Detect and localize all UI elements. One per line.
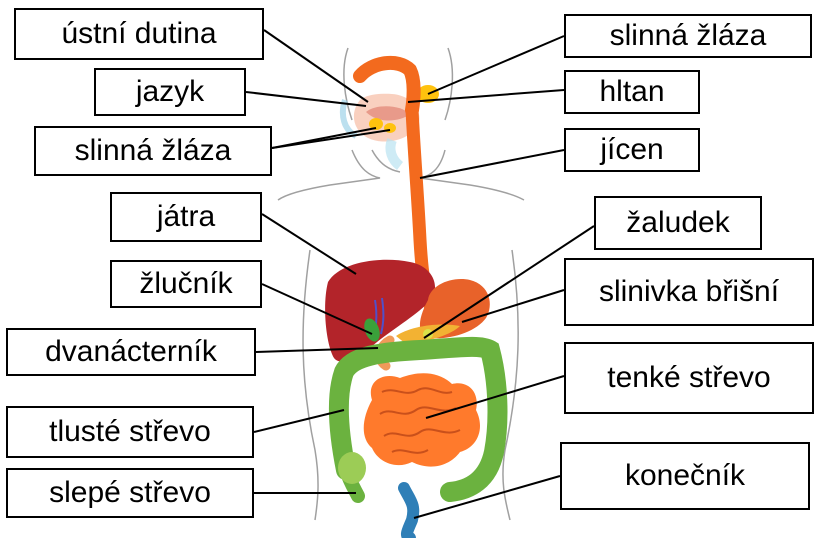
label-esophagus: jícen	[564, 128, 700, 172]
label-stomach: žaludek	[594, 196, 762, 250]
small-intestine-shape	[364, 373, 480, 466]
label-mouth: ústní dutina	[14, 8, 264, 60]
label-gallbladder: žlučník	[110, 260, 262, 308]
label-rectum: konečník	[560, 442, 810, 510]
label-salivary-gland-lower: slinná žláza	[34, 126, 272, 176]
label-pancreas: slinivka břišní	[564, 258, 814, 326]
label-pharynx: hltan	[564, 70, 700, 114]
label-small-intestine: tenké střevo	[564, 342, 814, 414]
label-salivary-gland-upper: slinná žláza	[564, 14, 812, 58]
label-large-intestine: tlusté střevo	[6, 406, 254, 458]
label-tongue: jazyk	[94, 68, 246, 116]
label-liver: játra	[110, 192, 262, 242]
label-duodenum: dvanácterník	[6, 328, 256, 376]
rectum-shape	[404, 488, 413, 538]
label-cecum: slepé střevo	[6, 468, 254, 518]
